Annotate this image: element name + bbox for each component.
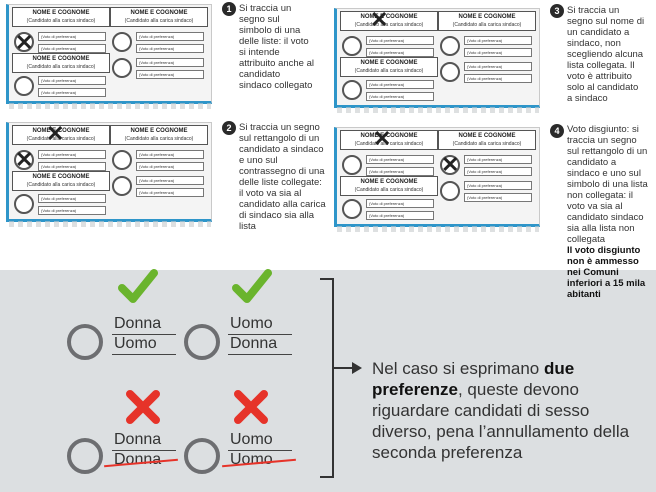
candidate-box: NOME E COGNOME(Candidato alla carica sin… <box>12 7 110 27</box>
list-slot: (Voto di preferenza)(Voto di preferenza) <box>340 194 438 230</box>
list-slot: (Voto di preferenza)(Voto di preferenza) <box>110 53 208 89</box>
preference-circle <box>184 438 220 474</box>
preference-circle <box>67 324 103 360</box>
checkmark-icon <box>118 269 158 303</box>
preference-circle <box>184 324 220 360</box>
vote-cross-mark: ✕ <box>441 152 460 177</box>
candidate-box: NOME E COGNOME(Candidato alla carica sin… <box>12 125 110 145</box>
list-slot: (Voto di preferenza)(Voto di preferenza) <box>438 31 536 67</box>
vote-cross-mark: ✕ <box>15 147 34 172</box>
preference-rule-note: Nel caso si esprimano due preferenze, qu… <box>372 359 630 462</box>
candidate-box: NOME E COGNOME(Candidato alla carica sin… <box>340 176 438 196</box>
preference-circle <box>67 438 103 474</box>
arrow-icon <box>334 367 356 369</box>
candidate-box: NOME E COGNOME(Candidato alla carica sin… <box>438 11 536 31</box>
candidate-box: NOME E COGNOME(Candidato alla carica sin… <box>340 57 438 77</box>
list-slot: (Voto di preferenza)(Voto di preferenza) <box>438 57 536 93</box>
preference-name-2: Uomo <box>114 335 157 352</box>
vote-cross-mark: ✕ <box>373 126 392 151</box>
ballot-example-1: NOME E COGNOME(Candidato alla carica sin… <box>6 4 212 109</box>
step-2-text: Si traccia un segno sul rettangolo di un… <box>239 122 326 232</box>
candidate-box: NOME E COGNOME(Candidato alla carica sin… <box>438 130 536 150</box>
ballot-example-3: NOME E COGNOME(Candidato alla carica sin… <box>334 7 540 113</box>
step-1-text: Si traccia un segno sul simbolo di una d… <box>239 3 314 91</box>
step-4-warning: Il voto disgiunto non è ammesso nei Comu… <box>567 245 646 300</box>
list-slot: (Voto di preferenza)(Voto di preferenza) <box>438 176 536 212</box>
vote-cross-mark: ✕ <box>370 7 389 32</box>
list-slot: (Voto di preferenza)(Voto di preferenza) <box>438 150 536 186</box>
step-number-2: 2 <box>222 121 236 135</box>
list-slot: (Voto di preferenza)(Voto di preferenza) <box>12 71 110 107</box>
list-slot: (Voto di preferenza)(Voto di preferenza) <box>340 150 438 186</box>
preference-name-1: Donna <box>114 431 162 448</box>
checkmark-icon <box>232 269 272 303</box>
candidate-box: NOME E COGNOME(Candidato alla carica sin… <box>340 11 438 31</box>
step-number-3: 3 <box>550 4 564 18</box>
preference-name-1: Uomo <box>230 431 273 448</box>
candidate-box: NOME E COGNOME(Candidato alla carica sin… <box>110 7 208 27</box>
vote-cross-mark: ✕ <box>46 121 65 146</box>
preference-name-2: Donna <box>230 335 278 352</box>
candidate-box: NOME E COGNOME(Candidato alla carica sin… <box>12 53 110 73</box>
bracket <box>320 278 334 478</box>
list-slot: (Voto di preferenza)(Voto di preferenza) <box>340 31 438 67</box>
ballot-example-2: NOME E COGNOME(Candidato alla carica sin… <box>6 121 212 227</box>
cross-icon <box>234 390 268 424</box>
preference-name-1: Uomo <box>230 315 273 332</box>
cross-icon <box>126 390 160 424</box>
candidate-box: NOME E COGNOME(Candidato alla carica sin… <box>12 171 110 191</box>
list-slot: (Voto di preferenza)(Voto di preferenza) <box>340 75 438 111</box>
candidate-box: NOME E COGNOME(Candidato alla carica sin… <box>110 125 208 145</box>
list-slot: (Voto di preferenza)(Voto di preferenza) <box>12 27 110 63</box>
preference-name-2: Uomo <box>230 451 273 468</box>
step-number-4: 4 <box>550 124 564 138</box>
list-slot: (Voto di preferenza)(Voto di preferenza) <box>12 189 110 225</box>
step-number-1: 1 <box>222 2 236 16</box>
list-slot: (Voto di preferenza)(Voto di preferenza) <box>110 145 208 181</box>
list-slot: (Voto di preferenza)(Voto di preferenza) <box>12 145 110 181</box>
preference-name-1: Donna <box>114 315 162 332</box>
candidate-box: NOME E COGNOME(Candidato alla carica sin… <box>340 130 438 150</box>
list-slot: (Voto di preferenza)(Voto di preferenza) <box>110 27 208 63</box>
ballot-example-4: NOME E COGNOME(Candidato alla carica sin… <box>334 126 540 232</box>
list-slot: (Voto di preferenza)(Voto di preferenza) <box>110 171 208 207</box>
step-4-text: Voto disgiunto: si traccia un segno sul … <box>567 124 651 300</box>
vote-cross-mark: ✕ <box>15 30 34 55</box>
step-4-body: Voto disgiunto: si traccia un segno sul … <box>567 124 648 245</box>
step-3-text: Si traccia un segno sul nome di un candi… <box>567 5 645 104</box>
